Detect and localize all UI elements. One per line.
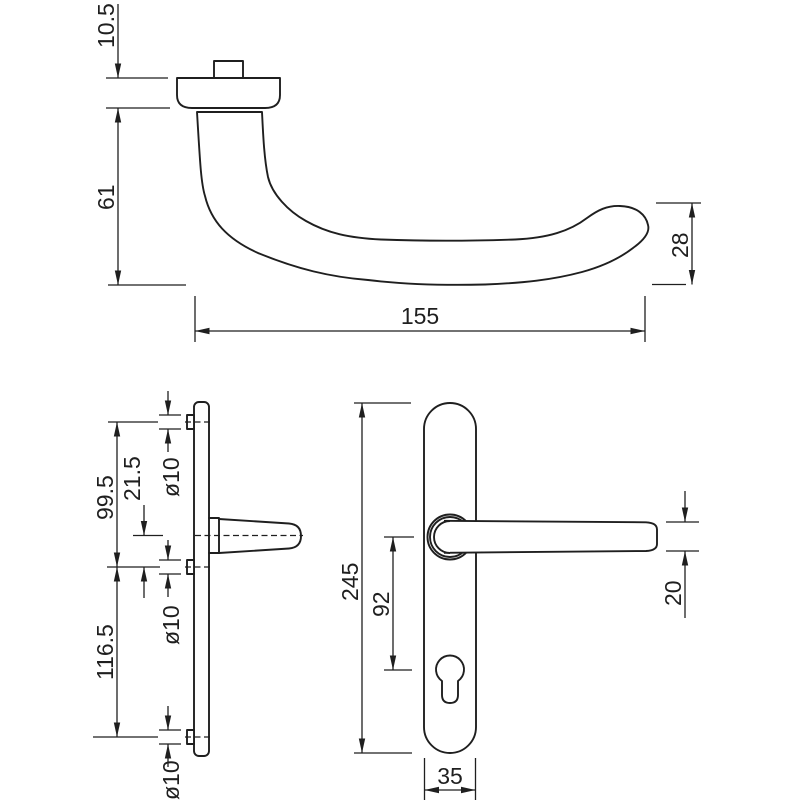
dim-label-lever-thickness: 20 [660,580,686,606]
dim-label-middle-to-bottom-screw: 116.5 [92,624,118,680]
dim-label-plate-length: 245 [337,563,363,601]
dimension-plate-width: 35 [423,758,477,800]
rose-outline [176,77,281,109]
dimension-screw-hole-middle: ø10 [158,540,184,645]
dim-label-top-to-middle-screw: 99.5 [92,475,118,520]
dim-label-rose-thickness: 10.5 [93,3,119,48]
dim-label-overall-length: 155 [401,303,439,329]
spindle-outline [213,60,244,79]
dimension-grip-end-height: 28 [652,202,701,286]
dimension-handle-to-middle-screw: 21.5 [119,456,163,598]
dim-label-handle-to-cylinder: 92 [368,591,394,617]
extension-lines [384,536,414,671]
backplate-outline [423,402,477,754]
dim-label-screw-hole-bottom: ø10 [158,760,184,800]
extension-lines [666,521,699,552]
screw-hole-centerlines [185,421,211,738]
backplate-edge-outline [193,401,210,757]
handle-side-view: 10.5 61 28 155 [93,3,701,342]
lever-hub-cap [433,520,451,554]
dimension-handle-to-cylinder: 92 [368,536,414,671]
dim-label-plate-width: 35 [437,763,463,789]
dim-label-handle-to-middle-screw: 21.5 [119,456,145,501]
handle-grip-outline [196,111,650,286]
extension-lines [106,77,170,109]
dimension-height-below-rose: 61 [93,108,186,286]
extension-ticks [159,729,181,745]
dimension-screw-hole-bottom: ø10 [158,706,184,800]
backplate-side-view: 99.5 21.5 116.5 ø10 ø10 [92,391,303,800]
backplate-front-view: 245 92 35 20 [337,402,699,800]
extension-ticks [159,559,181,575]
dimension-lever-thickness: 20 [660,491,699,618]
dimension-middle-to-bottom-screw: 116.5 [92,567,158,738]
dimension-rose-thickness: 10.5 [93,3,170,109]
dimension-overall-length: 155 [194,296,646,342]
dimension-plate-length: 245 [337,402,412,754]
lever-outline [443,519,658,554]
extension-lines [194,296,646,342]
extension-ticks [159,414,181,430]
euro-cylinder-keyhole [435,654,465,704]
dim-label-grip-end-height: 28 [667,232,693,258]
handle-stub-neck [218,518,302,554]
dim-label-screw-hole-top: ø10 [158,457,184,497]
dimension-screw-hole-top: ø10 [158,391,184,497]
dim-label-height-below-rose: 61 [93,184,119,210]
dim-label-screw-hole-middle: ø10 [158,605,184,645]
